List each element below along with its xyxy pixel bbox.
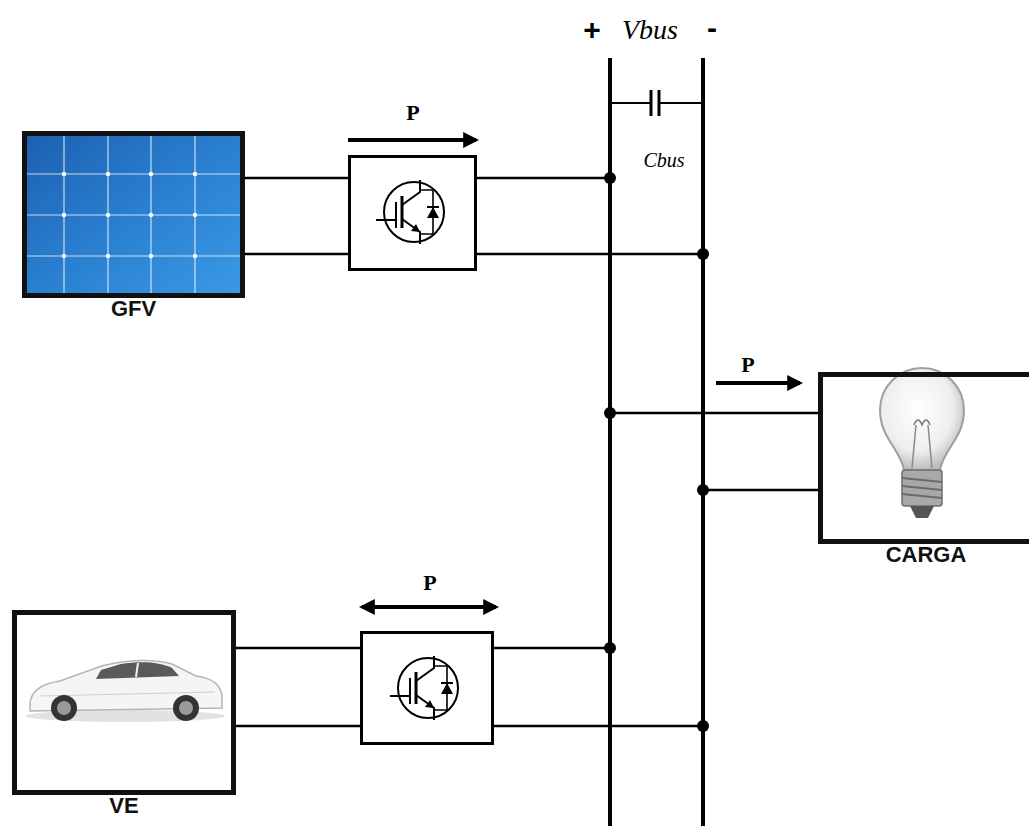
bus-polarity: +	[583, 15, 601, 45]
junction-dot	[604, 407, 616, 419]
car-icon	[173, 695, 199, 721]
junction-dot	[697, 248, 709, 260]
node-label: GFV	[111, 298, 156, 320]
wire	[245, 177, 348, 180]
lightbulb-icon	[880, 368, 964, 518]
power-arrow	[362, 605, 496, 609]
load-box: CARGA	[818, 372, 1029, 544]
pv-array-box: GFV	[22, 131, 245, 298]
wire	[245, 253, 348, 256]
wire	[236, 178, 818, 726]
dc-bus	[610, 58, 703, 826]
car-icon	[25, 661, 225, 722]
solar-panel	[24, 214, 243, 215]
converter-box	[362, 633, 493, 744]
solar-panel	[193, 254, 197, 258]
wire	[236, 725, 360, 728]
node-label: CARGA	[886, 544, 967, 566]
bus-voltage: Vbus	[622, 16, 678, 44]
capacitor-symbol	[659, 102, 703, 104]
car-icon	[179, 701, 193, 715]
lightbulb-icon	[880, 368, 964, 470]
solar-panel	[149, 254, 153, 258]
lightbulb-icon	[902, 478, 942, 482]
solar-panel	[62, 254, 66, 258]
solar-panel	[62, 172, 66, 176]
converter-box	[350, 157, 476, 270]
solar-panel	[24, 255, 243, 256]
lightbulb-icon	[902, 486, 942, 490]
junction-dot	[604, 172, 616, 184]
junction-dot	[697, 484, 709, 496]
solar-panel	[149, 172, 153, 176]
lightbulb-icon	[912, 425, 932, 468]
dc-bus	[701, 58, 705, 826]
solar-panel	[149, 213, 153, 217]
lightbulb-icon	[902, 494, 942, 498]
solar-panel	[24, 133, 243, 296]
ev-box: VE	[12, 610, 236, 795]
solar-panel	[106, 254, 110, 258]
power-label: P	[423, 572, 436, 594]
power-label: P	[406, 102, 419, 124]
node-label: VE	[109, 795, 138, 817]
power-arrow	[348, 138, 476, 142]
wire	[703, 489, 818, 492]
junction-dot	[604, 642, 616, 654]
capacitor-symbol	[650, 90, 653, 116]
power-label: P	[741, 354, 754, 376]
wire	[494, 647, 610, 650]
car-icon	[136, 663, 138, 677]
lightbulb-icon	[902, 478, 942, 498]
bus-polarity: -	[707, 13, 717, 43]
capacitor-label: Cbus	[643, 150, 684, 170]
power-arrow	[716, 381, 800, 385]
car-icon	[57, 701, 71, 715]
solar-panel	[24, 173, 243, 174]
car-icon	[96, 662, 179, 679]
solar-panel	[24, 133, 243, 296]
wire	[477, 253, 703, 256]
solar-panel	[193, 172, 197, 176]
converter-box	[376, 180, 444, 244]
wire	[236, 647, 360, 650]
power-arrow	[348, 140, 800, 607]
capacitor-symbol	[610, 90, 703, 116]
lightbulb-icon	[910, 506, 934, 518]
wire	[477, 177, 610, 180]
solar-panel	[106, 213, 110, 217]
converter-box	[350, 157, 493, 744]
car-icon	[51, 695, 77, 721]
solar-panel	[193, 213, 197, 217]
capacitor-symbol	[658, 90, 661, 116]
lightbulb-icon	[902, 470, 942, 506]
solar-panel	[24, 133, 243, 296]
solar-panel	[62, 172, 197, 258]
junction-dot	[604, 172, 709, 732]
capacitor-symbol	[610, 102, 651, 104]
wire	[610, 412, 818, 415]
converter-box	[390, 656, 458, 720]
junction-dot	[697, 720, 709, 732]
lightbulb-icon	[914, 420, 930, 425]
solar-panel	[106, 172, 110, 176]
solar-panel	[62, 213, 66, 217]
wire	[494, 725, 703, 728]
